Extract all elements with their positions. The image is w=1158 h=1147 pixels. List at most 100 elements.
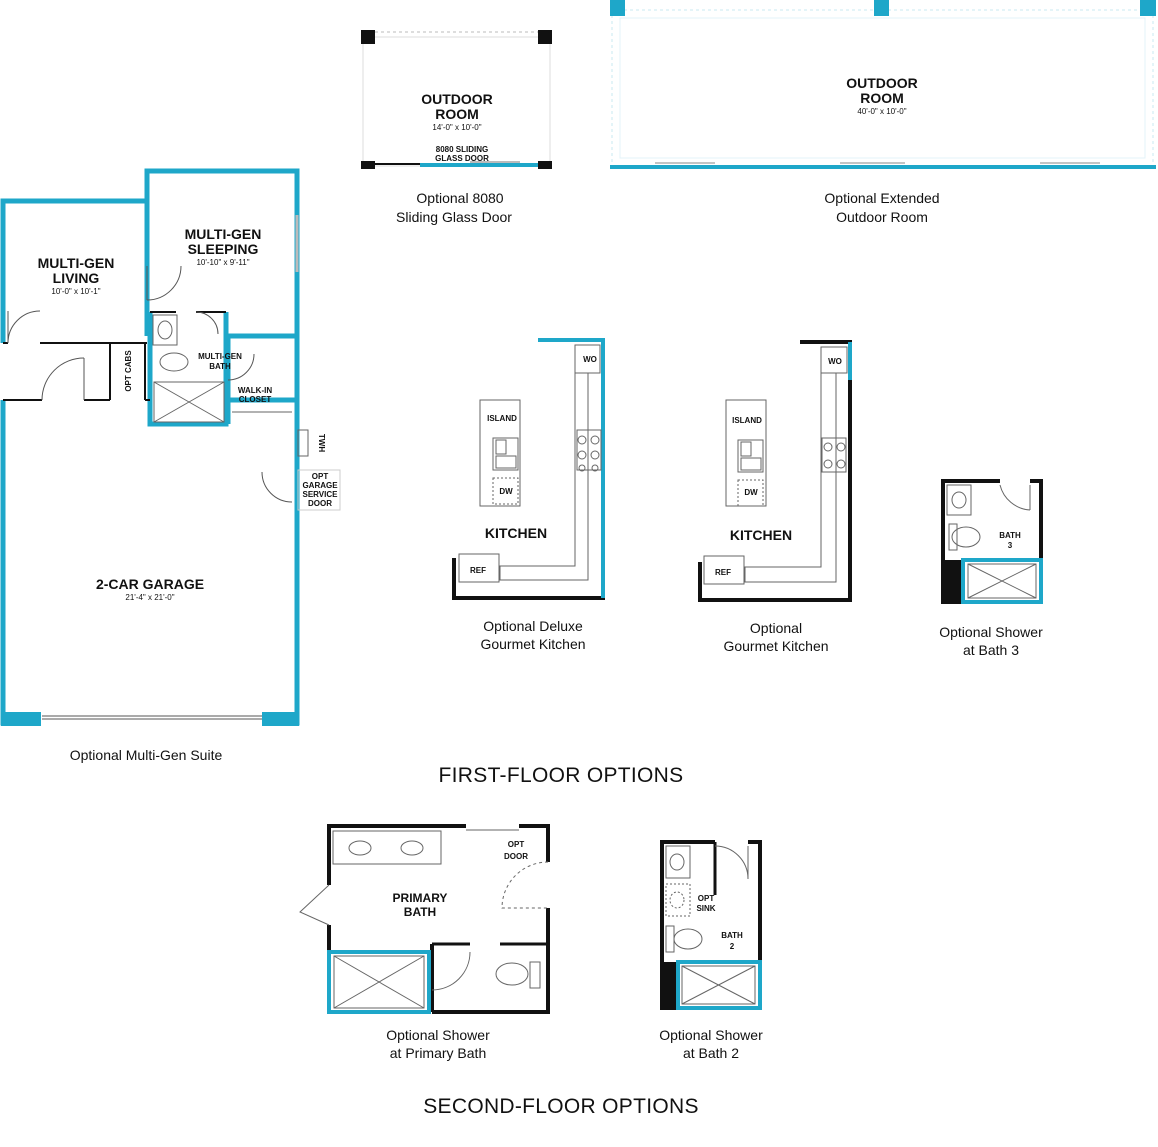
garage-label: 2-CAR GARAGE xyxy=(96,576,204,592)
outdoor-small-caption-2: Sliding Glass Door xyxy=(396,209,512,225)
sliding-door-label-2: GLASS DOOR xyxy=(435,154,489,163)
svg-text:Optional Extended: Optional Extended xyxy=(824,190,939,206)
bath3-label-1: BATH xyxy=(999,531,1021,540)
bath3-plan: BATH 3 Optional Shower at Bath 3 xyxy=(939,479,1043,658)
twh-label: TWH xyxy=(317,434,326,452)
bath3-caption-1: Optional Shower xyxy=(939,624,1043,640)
svg-text:MULTI-GEN: MULTI-GEN xyxy=(198,352,242,361)
svg-text:Optional Shower: Optional Shower xyxy=(659,1027,763,1043)
sleeping-label-2: SLEEPING xyxy=(188,241,259,257)
svg-text:WO: WO xyxy=(583,355,597,364)
svg-text:DOOR: DOOR xyxy=(504,852,528,861)
gourmet-island-label: ISLAND xyxy=(732,416,762,425)
opt-cabs-label: OPT CABS xyxy=(124,350,133,392)
gourmet-kitchen-label: KITCHEN xyxy=(730,527,792,543)
svg-text:Optional Shower: Optional Shower xyxy=(939,624,1043,640)
living-dim: 10'-0" x 10'-1" xyxy=(51,287,100,296)
svg-text:KITCHEN: KITCHEN xyxy=(730,527,792,543)
mg-bath-label-2: BATH xyxy=(209,362,231,371)
svg-text:14'-0" x 10'-0": 14'-0" x 10'-0" xyxy=(432,123,481,132)
svg-text:MULTI-GEN: MULTI-GEN xyxy=(38,255,115,271)
deluxe-caption-2: Gourmet Kitchen xyxy=(480,636,585,652)
outdoor-room-extended-plan: OUTDOOR ROOM 40'-0" x 10'-0" Optional Ex… xyxy=(610,0,1156,225)
svg-text:REF: REF xyxy=(470,566,486,575)
bath3-caption-2: at Bath 3 xyxy=(963,642,1019,658)
bath2-label-1: BATH xyxy=(721,931,743,940)
svg-text:DOOR: DOOR xyxy=(308,499,332,508)
svg-text:BATH: BATH xyxy=(721,931,743,940)
svg-text:OPT: OPT xyxy=(312,472,329,481)
svg-text:DW: DW xyxy=(744,488,758,497)
multigen-suite-plan: MULTI-GEN LIVING 10'-0" x 10'-1" MULTI-G… xyxy=(0,168,341,763)
svg-text:21'-4" x 21'-0": 21'-4" x 21'-0" xyxy=(125,593,174,602)
svg-text:3: 3 xyxy=(1008,541,1013,550)
primary-caption-1: Optional Shower xyxy=(386,1027,490,1043)
svg-text:8080 SLIDING: 8080 SLIDING xyxy=(436,145,488,154)
bath2-label-2: 2 xyxy=(730,942,735,951)
service-door-label-3: SERVICE xyxy=(303,490,339,499)
svg-text:ROOM: ROOM xyxy=(860,90,904,106)
svg-text:OPT: OPT xyxy=(698,894,715,903)
bath3-label-2: 3 xyxy=(1008,541,1013,550)
garage-wall xyxy=(0,397,300,726)
svg-text:ISLAND: ISLAND xyxy=(732,416,762,425)
deluxe-caption-1: Optional Deluxe xyxy=(483,618,583,634)
svg-text:10'-10" x 9'-11": 10'-10" x 9'-11" xyxy=(196,258,249,267)
deluxe-island-label: ISLAND xyxy=(487,414,517,423)
outdoor-ext-label-2: ROOM xyxy=(860,90,904,106)
outdoor-ext-caption-1: Optional Extended xyxy=(824,190,939,206)
svg-text:REF: REF xyxy=(715,568,731,577)
svg-text:Optional Deluxe: Optional Deluxe xyxy=(483,618,583,634)
gourmet-wo-label: WO xyxy=(828,357,842,366)
svg-text:Sliding Glass Door: Sliding Glass Door xyxy=(396,209,512,225)
deluxe-ref-label: REF xyxy=(470,566,486,575)
primary-bath-label-2: BATH xyxy=(404,905,436,919)
first-floor-heading: FIRST-FLOOR OPTIONS xyxy=(439,764,684,787)
svg-text:OUTDOOR: OUTDOOR xyxy=(421,91,493,107)
svg-text:Optional Multi-Gen Suite: Optional Multi-Gen Suite xyxy=(70,747,223,763)
svg-text:ISLAND: ISLAND xyxy=(487,414,517,423)
service-door-label-2: GARAGE xyxy=(302,481,338,490)
svg-text:2: 2 xyxy=(730,942,735,951)
svg-text:OPT CABS: OPT CABS xyxy=(124,350,133,392)
primary-opt-door-2: DOOR xyxy=(504,852,528,861)
sliding-door-label-1: 8080 SLIDING xyxy=(436,145,488,154)
second-floor-heading: SECOND-FLOOR OPTIONS xyxy=(423,1095,699,1118)
svg-text:MULTI-GEN: MULTI-GEN xyxy=(185,226,262,242)
svg-text:OUTDOOR: OUTDOOR xyxy=(846,75,918,91)
svg-text:OPT: OPT xyxy=(508,840,525,849)
bath2-opt-sink-2: SINK xyxy=(696,904,715,913)
sleeping-dim: 10'-10" x 9'-11" xyxy=(196,258,249,267)
svg-text:at Primary Bath: at Primary Bath xyxy=(390,1045,486,1061)
primary-bath-label-1: PRIMARY xyxy=(393,891,448,905)
svg-text:KITCHEN: KITCHEN xyxy=(485,525,547,541)
primary-bath-plan: PRIMARY BATH OPT DOOR Optional Shower at… xyxy=(299,824,550,1061)
svg-text:PRIMARY: PRIMARY xyxy=(393,891,448,905)
svg-text:Gourmet Kitchen: Gourmet Kitchen xyxy=(723,638,828,654)
svg-text:TWH: TWH xyxy=(317,434,326,452)
gourmet-dw-label: DW xyxy=(744,488,758,497)
svg-text:40'-0" x 10'-0": 40'-0" x 10'-0" xyxy=(857,107,906,116)
svg-text:SECOND-FLOOR OPTIONS: SECOND-FLOOR OPTIONS xyxy=(423,1095,699,1118)
svg-text:Outdoor Room: Outdoor Room xyxy=(836,209,928,225)
garage-dim: 21'-4" x 21'-0" xyxy=(125,593,174,602)
living-wall xyxy=(0,198,147,343)
bath2-opt-sink-1: OPT xyxy=(698,894,715,903)
svg-text:2-CAR GARAGE: 2-CAR GARAGE xyxy=(96,576,204,592)
outdoor-ext-label-1: OUTDOOR xyxy=(846,75,918,91)
svg-text:SERVICE: SERVICE xyxy=(303,490,339,499)
svg-text:ROOM: ROOM xyxy=(435,106,479,122)
outdoor-room-small-plan: OUTDOOR ROOM 14'-0" x 10'-0" 8080 SLIDIN… xyxy=(361,30,552,225)
outdoor-small-dim: 14'-0" x 10'-0" xyxy=(432,123,481,132)
primary-opt-door-1: OPT xyxy=(508,840,525,849)
svg-text:at Bath 3: at Bath 3 xyxy=(963,642,1019,658)
deluxe-dw-label: DW xyxy=(499,487,513,496)
primary-caption-2: at Primary Bath xyxy=(390,1045,486,1061)
svg-text:FIRST-FLOOR OPTIONS: FIRST-FLOOR OPTIONS xyxy=(439,764,684,787)
svg-text:SLEEPING: SLEEPING xyxy=(188,241,259,257)
kitchen-deluxe-plan: ISLAND DW WO REF KITCHEN Optional Deluxe… xyxy=(452,338,605,652)
outdoor-ext-caption-2: Outdoor Room xyxy=(836,209,928,225)
closet-label-1: WALK-IN xyxy=(238,386,272,395)
gourmet-caption-2: Gourmet Kitchen xyxy=(723,638,828,654)
